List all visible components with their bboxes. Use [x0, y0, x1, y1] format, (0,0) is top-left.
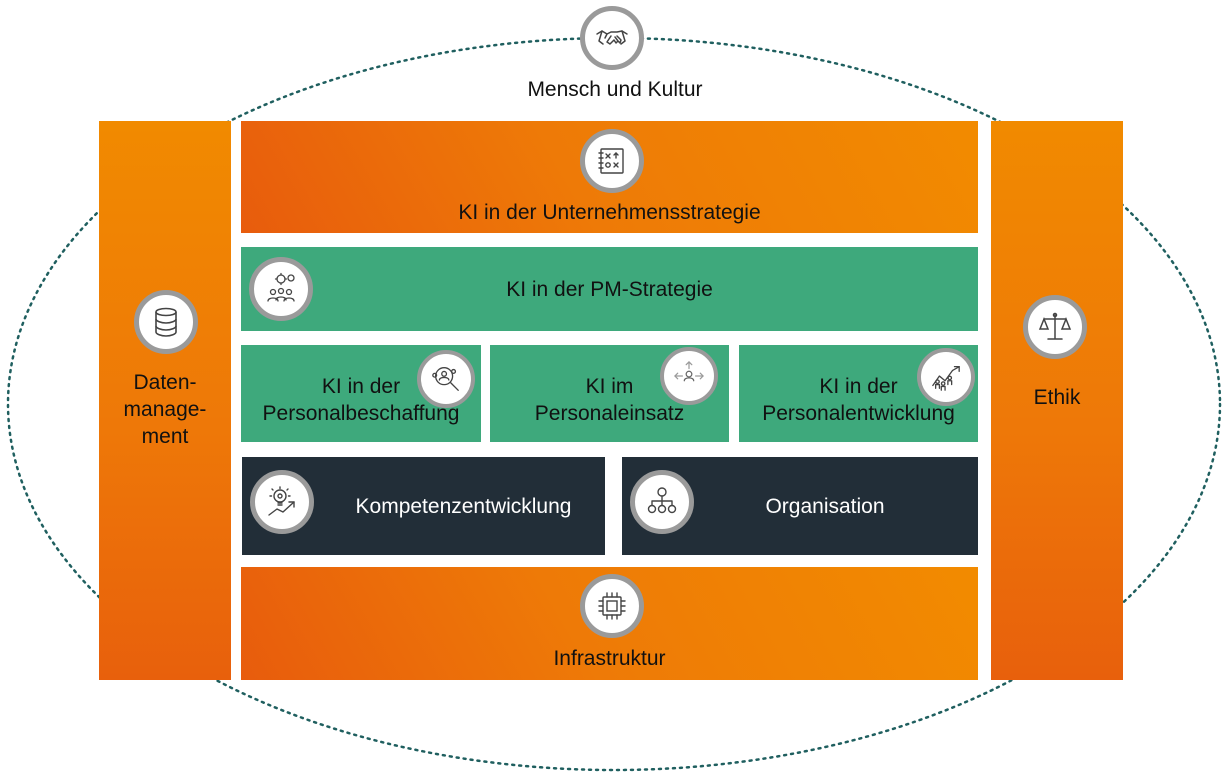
database-icon — [134, 290, 198, 354]
strategy-board-icon — [580, 129, 644, 193]
culture-label: Mensch und Kultur — [527, 78, 703, 101]
ethics-label: Ethik — [1033, 386, 1081, 409]
pm-strategy-box: KI in der PM-Strategie — [241, 247, 978, 331]
infrastructure-label: Infrastruktur — [553, 647, 666, 670]
deployment-arrows-icon — [660, 347, 718, 405]
org-chart-icon — [630, 470, 694, 534]
scales-icon — [1023, 295, 1087, 359]
development-label: KI in der Personalentwicklung — [762, 374, 955, 425]
recruiting-search-icon — [417, 350, 475, 408]
ethics-pillar: Ethik — [991, 121, 1123, 680]
growth-people-icon — [917, 348, 975, 406]
lightbulb-growth-icon — [250, 470, 314, 534]
competence-label: Kompetenzentwicklung — [355, 494, 572, 518]
organisation-label: Organisation — [765, 494, 885, 518]
pm-strategy-label: KI in der PM-Strategie — [506, 277, 713, 301]
team-gears-icon — [249, 257, 313, 321]
handshake-icon — [580, 6, 644, 70]
corporate-strategy-label: KI in der Unternehmensstrategie — [458, 200, 761, 224]
deployment-label: KI im Personaleinsatz — [534, 374, 685, 425]
chip-icon — [580, 574, 644, 638]
data-management-pillar: Daten- manage- ment — [99, 121, 231, 680]
data-management-label: Daten- manage- ment — [123, 371, 207, 448]
recruiting-box: KI in der Personalbeschaffung — [241, 345, 481, 442]
recruiting-label: KI in der Personalbeschaffung — [262, 374, 460, 425]
